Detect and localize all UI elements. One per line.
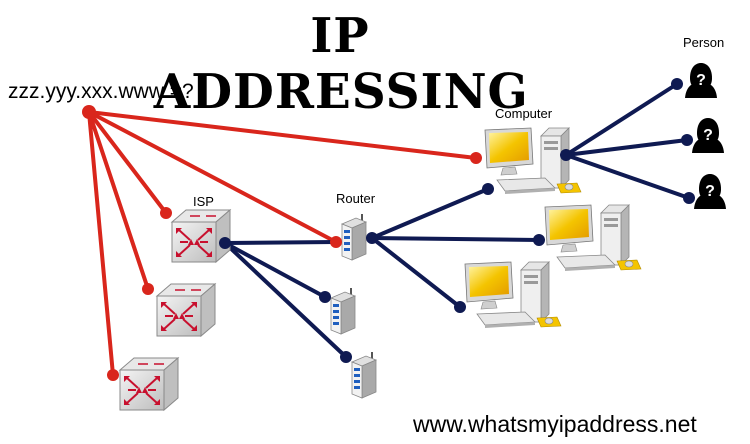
red-dot-isp <box>160 207 172 219</box>
red-dot-computer <box>470 152 482 164</box>
switch-2 <box>156 283 216 337</box>
red-dot-hub <box>82 105 96 119</box>
switch-3 <box>119 357 179 411</box>
red-links <box>87 110 478 377</box>
person-question-3: ? <box>705 183 715 200</box>
router-label: Router <box>336 191 376 206</box>
page-title: IP ADDRESSING <box>153 8 529 120</box>
computer-icon-1 <box>484 127 582 195</box>
computer-label: Computer <box>495 106 553 121</box>
red-link-to-switch-3 <box>87 110 115 377</box>
ip-address-question: zzz.yyy.xxx.www =? <box>8 80 194 103</box>
navy-links <box>223 82 691 359</box>
isp-switch: switch <box>171 209 231 263</box>
red-link-to-router <box>87 110 338 244</box>
person-label: Person <box>683 35 725 50</box>
person-icon-2: ? <box>692 118 724 153</box>
red-dot-router <box>330 236 342 248</box>
isp-label: ISP <box>193 194 214 209</box>
modem-icon-2 <box>351 351 377 399</box>
router-icon <box>341 213 367 261</box>
red-link-to-isp <box>87 110 168 215</box>
footer-url: www.whatsmyipaddress.net <box>413 411 697 437</box>
navy-dots <box>219 78 695 363</box>
person-icon-1: ? <box>685 63 717 98</box>
person-icon-3: ? <box>694 174 726 209</box>
red-dots <box>82 105 482 381</box>
red-dot-switch-2 <box>142 283 154 295</box>
computer-icon-3 <box>464 261 562 329</box>
person-question-1: ? <box>696 72 706 89</box>
computer-icon-2 <box>544 204 642 272</box>
modem-icon-1 <box>330 287 356 335</box>
red-dot-switch-3 <box>107 369 119 381</box>
red-link-to-computer <box>87 110 478 160</box>
person-question-2: ? <box>703 127 713 144</box>
red-link-to-switch-2 <box>87 110 150 291</box>
